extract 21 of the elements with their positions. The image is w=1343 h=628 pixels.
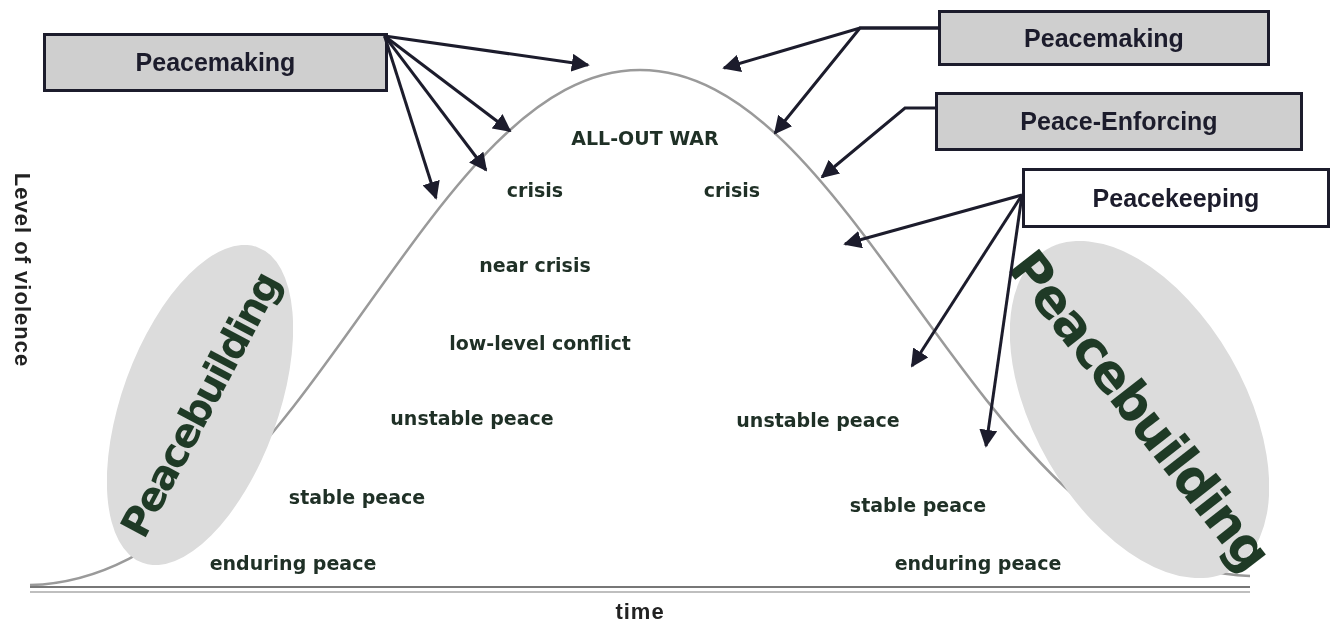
level-label: enduring peace	[209, 552, 377, 574]
leader-arrow	[820, 106, 935, 179]
label-box: Peacemaking	[938, 10, 1270, 66]
level-label: stable peace	[849, 494, 987, 516]
leader-arrow	[383, 35, 488, 172]
level-label: low-level conflict	[449, 332, 631, 354]
level-label: crisis	[506, 179, 564, 201]
axis-title: time	[615, 599, 665, 625]
level-label: near crisis	[479, 254, 591, 276]
label-box: Peace-Enforcing	[935, 92, 1303, 151]
leader-arrow	[383, 35, 440, 200]
level-label: crisis	[703, 179, 761, 201]
axis-title: Level of violence	[9, 172, 35, 368]
label-box: Peacekeeping	[1022, 168, 1330, 228]
level-label: unstable peace	[736, 409, 900, 431]
level-label: stable peace	[288, 486, 426, 508]
leader-arrow	[843, 193, 1023, 249]
label-box: Peacemaking	[43, 33, 388, 92]
level-label: unstable peace	[390, 407, 554, 429]
level-label: ALL-OUT WAR	[571, 127, 719, 149]
leader-arrow	[773, 26, 938, 135]
